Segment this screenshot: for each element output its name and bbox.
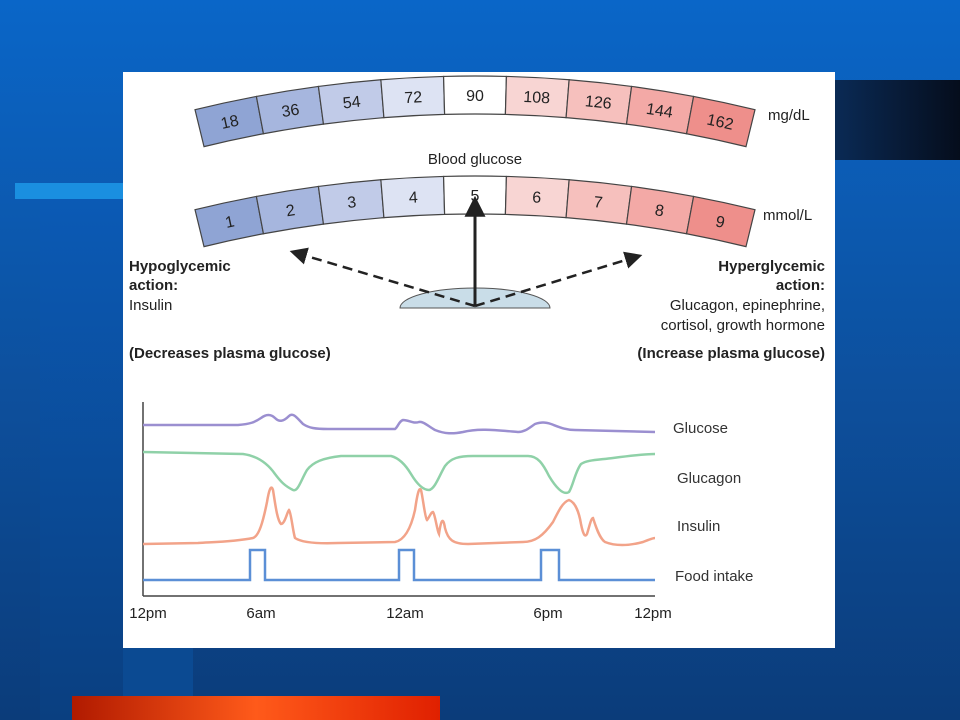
- mmol-value-label: 9: [714, 213, 726, 232]
- mgdl-gauge: 18 36 54 72 90 108 126 144 162: [194, 75, 756, 148]
- hyper-arrow: [474, 251, 643, 308]
- series-label-insulin: Insulin: [677, 518, 720, 535]
- hypo-agent: Insulin: [129, 297, 172, 314]
- insulin-curve: [142, 486, 656, 547]
- hyper-effect: (Increase plasma glucose): [637, 345, 825, 362]
- mgdl-value-label: 54: [342, 94, 362, 113]
- left-column-shade: [40, 199, 123, 720]
- mmol-value-label: 8: [654, 202, 666, 220]
- mmol-value-label: 7: [593, 194, 604, 212]
- mmol-value-label: 3: [346, 194, 357, 212]
- blood-glucose-label: Blood glucose: [428, 151, 522, 168]
- series-label-food-intake: Food intake: [675, 568, 753, 585]
- x-tick-12am: 12am: [386, 605, 424, 622]
- dark-accent-bar: [835, 80, 960, 160]
- hormone-timeline: Glucose Glucagon Insulin Food intake 12p…: [129, 402, 753, 622]
- hypo-effect: (Decreases plasma glucose): [129, 345, 331, 362]
- mgdl-value-label: 18: [219, 112, 240, 132]
- hypo-title-line1: Hypoglycemic: [129, 258, 231, 275]
- light-accent-strip: [15, 183, 125, 199]
- mmol-band: [685, 195, 756, 248]
- mgdl-value-label: 126: [584, 93, 612, 113]
- hyper-agents-line2: cortisol, growth hormone: [661, 317, 825, 334]
- mgdl-value-label: 90: [466, 88, 484, 105]
- glucagon-curve: [142, 450, 656, 495]
- x-tick-12pm-start: 12pm: [129, 605, 167, 622]
- mgdl-band: [685, 95, 756, 148]
- mgdl-value-label: 36: [280, 101, 300, 121]
- x-tick-6pm: 6pm: [533, 605, 562, 622]
- mgdl-value-label: 144: [645, 101, 674, 122]
- x-tick-12pm-end: 12pm: [634, 605, 672, 622]
- mgdl-unit-label: mg/dL: [768, 107, 810, 124]
- x-tick-6am: 6am: [246, 605, 275, 622]
- hyper-title-line1: Hyperglycemic: [718, 258, 825, 275]
- glucose-curve: [143, 413, 656, 435]
- mmol-value-label: 6: [532, 189, 542, 206]
- series-label-glucagon: Glucagon: [677, 470, 741, 487]
- orange-accent-bar: [72, 696, 440, 720]
- mgdl-value-label: 72: [404, 89, 423, 107]
- mmol-value-label: 4: [408, 189, 418, 206]
- mmol-value-label: 1: [224, 213, 236, 232]
- series-label-glucose: Glucose: [673, 420, 728, 437]
- food-intake-curve: [143, 548, 655, 582]
- hyper-agents-line1: Glucagon, epinephrine,: [670, 297, 825, 314]
- hypo-title-line2: action:: [129, 277, 178, 294]
- mgdl-value-label: 108: [523, 89, 551, 107]
- mgdl-value-label: 162: [705, 112, 735, 134]
- hyper-title-line2: action:: [776, 277, 825, 294]
- mmol-value-label: 2: [285, 202, 297, 220]
- mmol-unit-label: mmol/L: [763, 207, 812, 224]
